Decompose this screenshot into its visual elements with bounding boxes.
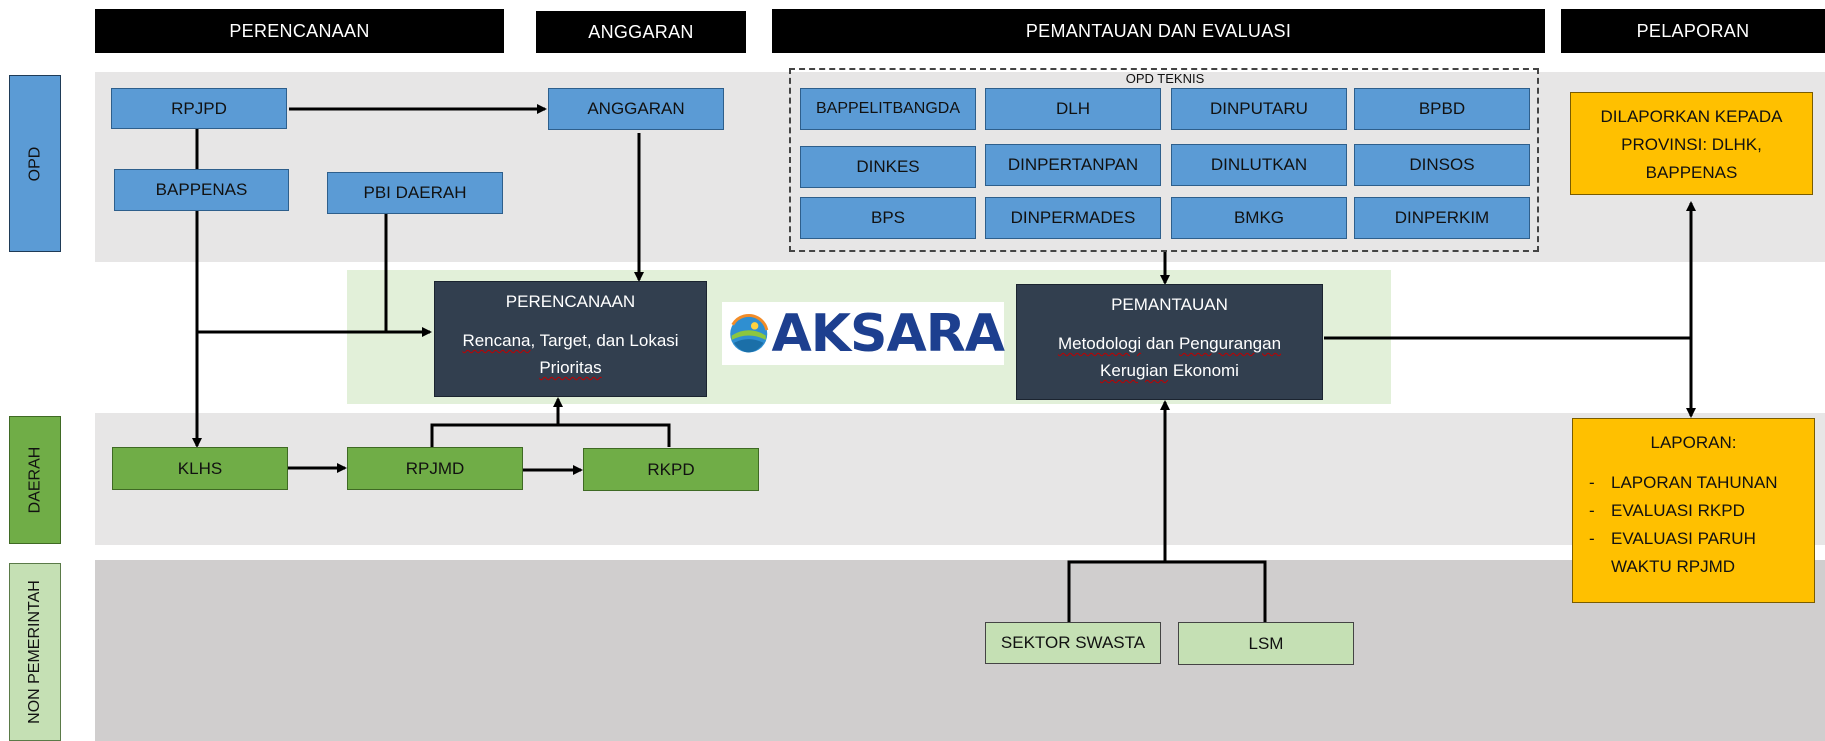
node-sektor-swasta: SEKTOR SWASTA: [985, 622, 1161, 664]
laporan-list: -LAPORAN TAHUNAN -EVALUASI RKPD -EVALUAS…: [1573, 469, 1814, 581]
node-bappenas: BAPPENAS: [114, 169, 289, 211]
header-anggaran: ANGGARAN: [536, 11, 746, 53]
node-klhs: KLHS: [112, 447, 288, 490]
aksara-globe-icon: [728, 313, 769, 354]
aksara-logo: AKSARA: [722, 302, 1005, 365]
pelaporan-line-1: DILAPORKAN KEPADA: [1600, 107, 1783, 126]
row-label-opd: OPD: [9, 75, 61, 252]
opd-teknis-label: OPD TEKNIS: [1125, 71, 1205, 86]
row-label-daerah: DAERAH: [9, 416, 61, 544]
header-perencanaan: PERENCANAAN: [95, 9, 504, 53]
node-rpjmd: RPJMD: [347, 447, 523, 490]
perencanaan-core-body-3: Prioritas: [539, 358, 602, 377]
opd-item-bps: BPS: [800, 197, 976, 239]
pelaporan-line-2: PROVINSI: DLHK,: [1621, 135, 1762, 154]
opd-item-bappelitbangda: BAPPELITBANGDA: [800, 88, 976, 130]
opd-item-dinperkim: DINPERKIM: [1354, 197, 1530, 239]
laporan-item-text: EVALUASI RKPD: [1611, 501, 1745, 520]
laporan-box: LAPORAN: -LAPORAN TAHUNAN -EVALUASI RKPD…: [1572, 418, 1815, 603]
pemantauan-core-box: PEMANTAUAN Metodologi dan Pengurangan Ke…: [1016, 284, 1323, 400]
perencanaan-core-body-1: Rencana: [462, 331, 531, 350]
laporan-item: -LAPORAN TAHUNAN: [1589, 473, 1778, 492]
aksara-logo-text: AKSARA: [771, 303, 1005, 364]
laporan-item-text: EVALUASI PARUH: [1611, 529, 1756, 548]
pemantauan-core-body-1: Metodologi: [1057, 334, 1142, 353]
perencanaan-core-box: PERENCANAAN Rencana, Target, dan Lokasi …: [434, 281, 707, 397]
header-pelaporan: PELAPORAN: [1561, 9, 1825, 53]
laporan-title: LAPORAN:: [1650, 433, 1737, 452]
pelaporan-dilaporkan-box: DILAPORKAN KEPADA PROVINSI: DLHK, BAPPEN…: [1570, 92, 1813, 195]
pemantauan-core-title: PEMANTAUAN: [1111, 295, 1228, 314]
node-rkpd: RKPD: [583, 448, 759, 491]
pelaporan-line-3: BAPPENAS: [1645, 163, 1738, 182]
opd-teknis-group: [789, 68, 1539, 252]
row-label-non-pemerintah: NON PEMERINTAH: [9, 563, 61, 741]
node-lsm: LSM: [1178, 622, 1354, 665]
opd-item-dlh: DLH: [985, 88, 1161, 130]
node-anggaran: ANGGARAN: [548, 88, 724, 130]
node-rpjpd: RPJPD: [111, 88, 287, 129]
opd-item-dinsos: DINSOS: [1354, 144, 1530, 186]
laporan-item-text: LAPORAN TAHUNAN: [1611, 473, 1778, 492]
opd-item-dinputaru: DINPUTARU: [1171, 88, 1347, 130]
perencanaan-core-body-2: , Target, dan Lokasi: [530, 331, 679, 350]
pemantauan-core-body: Metodologi dan Pengurangan Kerugian Ekon…: [1017, 330, 1322, 384]
perencanaan-core-title: PERENCANAAN: [505, 292, 636, 311]
laporan-item: -EVALUASI PARUH: [1589, 529, 1756, 548]
header-pemantauan-evaluasi: PEMANTAUAN DAN EVALUASI: [772, 9, 1545, 53]
opd-item-dinkes: DINKES: [800, 146, 976, 188]
laporan-item-text: WAKTU RPJMD: [1611, 557, 1736, 576]
node-pbi-daerah: PBI DAERAH: [327, 172, 503, 214]
opd-item-bmkg: BMKG: [1171, 197, 1347, 239]
pemantauan-core-body-3: Pengurangan: [1178, 334, 1282, 353]
pemantauan-core-body-2: dan: [1141, 334, 1179, 353]
opd-item-dinpertanpan: DINPERTANPAN: [985, 144, 1161, 186]
laporan-item: -EVALUASI RKPD: [1589, 501, 1745, 520]
pemantauan-core-body-5: Ekonomi: [1168, 361, 1239, 380]
laporan-item-continued: WAKTU RPJMD: [1589, 553, 1814, 581]
opd-item-bpbd: BPBD: [1354, 88, 1530, 130]
pemantauan-core-body-4: Kerugian: [1100, 361, 1169, 380]
opd-item-dinlutkan: DINLUTKAN: [1171, 144, 1347, 186]
non-pemerintah-band: [95, 560, 1825, 741]
opd-item-dinpermades: DINPERMADES: [985, 197, 1161, 239]
perencanaan-core-body: Rencana, Target, dan Lokasi Prioritas: [435, 327, 706, 381]
